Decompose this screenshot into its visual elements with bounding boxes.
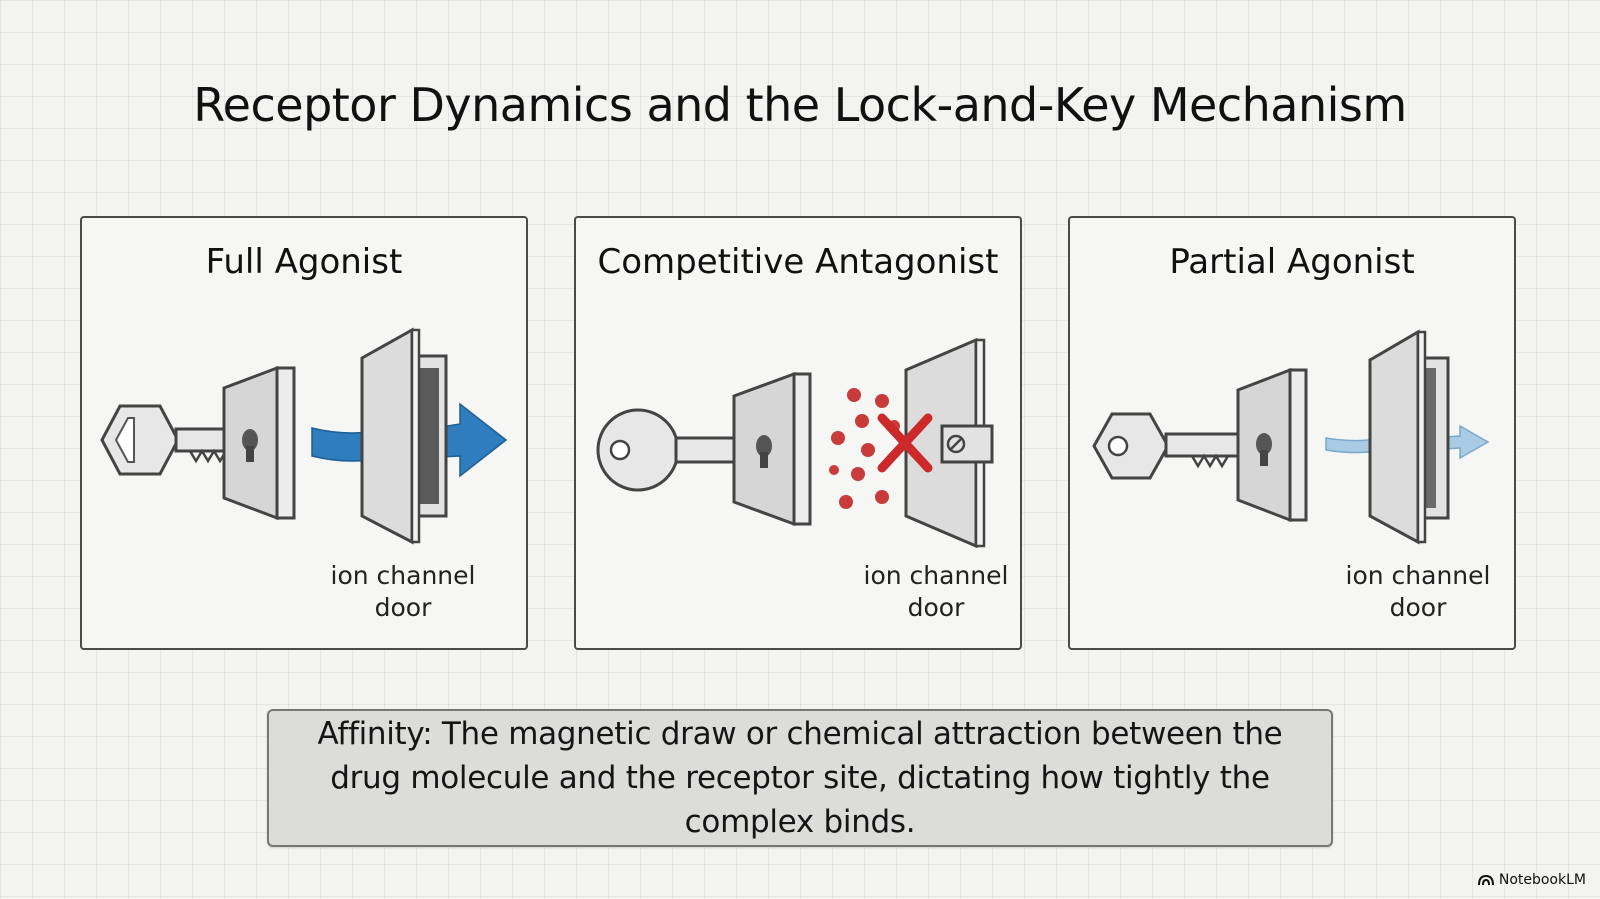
affinity-caption-box: Affinity: The magnetic draw or chemical … bbox=[267, 709, 1333, 847]
door-label-line: ion channel bbox=[863, 561, 1009, 590]
door-label-line: door bbox=[907, 593, 965, 622]
panel-heading: Full Agonist bbox=[205, 242, 403, 282]
door-label: ion channel door bbox=[836, 560, 1036, 624]
panel-heading: Competitive Antagonist bbox=[597, 242, 999, 282]
lock-icon bbox=[732, 371, 812, 527]
door-icon bbox=[904, 337, 994, 549]
brand-watermark: NotebookLM bbox=[1477, 872, 1586, 888]
door-icon bbox=[1368, 329, 1450, 545]
door-icon bbox=[360, 327, 448, 545]
door-label: ion channel door bbox=[1318, 560, 1518, 624]
door-label-line: door bbox=[374, 593, 432, 622]
competitive-antagonist-illustration bbox=[596, 337, 994, 549]
full-agonist-illustration bbox=[100, 327, 508, 545]
panel-full-agonist: Full Agonist ion channel bbox=[80, 216, 528, 650]
lock-icon bbox=[1236, 367, 1308, 523]
panel-heading: Partial Agonist bbox=[1169, 242, 1415, 282]
notebook-icon bbox=[1477, 874, 1494, 886]
block-x-icon bbox=[877, 413, 933, 473]
door-label-line: ion channel bbox=[1345, 561, 1491, 590]
affinity-caption: Affinity: The magnetic draw or chemical … bbox=[317, 716, 1283, 840]
page-title: Receptor Dynamics and the Lock-and-Key M… bbox=[193, 78, 1407, 132]
door-label: ion channel door bbox=[303, 560, 503, 624]
brand-name: NotebookLM bbox=[1498, 872, 1586, 888]
molecule-dots bbox=[829, 388, 900, 509]
panel-partial-agonist: Partial Agonist ion channel bbox=[1068, 216, 1516, 650]
partial-agonist-illustration bbox=[1092, 329, 1490, 545]
door-label-line: ion channel bbox=[330, 561, 476, 590]
lock-icon bbox=[222, 365, 296, 521]
door-label-line: door bbox=[1389, 593, 1447, 622]
panel-competitive-antagonist: Competitive Antagonist bbox=[574, 216, 1022, 650]
